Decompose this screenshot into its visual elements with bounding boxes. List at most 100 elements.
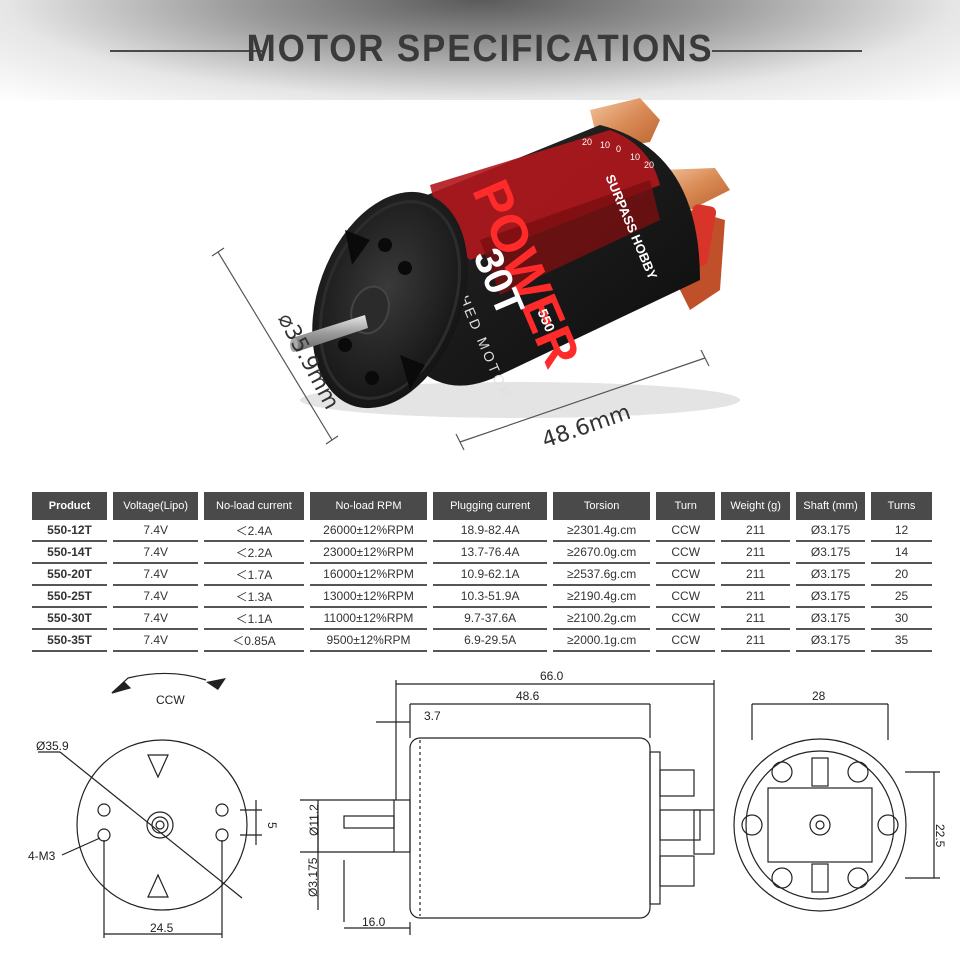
mount-hole: [97, 828, 111, 842]
col-header: Turns: [871, 492, 932, 520]
table-row: 550-35T 7.4V ＜0.85A 9500±12%RPM 6.9-29.5…: [32, 630, 932, 652]
spring-post: [847, 761, 869, 783]
table-cell: 13000±12%RPM: [309, 586, 428, 608]
table-cell: 25: [871, 586, 932, 608]
table-cell: ＜1.7A: [204, 564, 304, 586]
table-cell: 550-35T: [32, 630, 108, 652]
table-cell: 35: [871, 630, 932, 652]
timing-scale: 20 10 0 10 20: [582, 137, 654, 170]
shaft-circle: [155, 820, 165, 830]
shaft-diameter-label: Ø3.175: [306, 857, 320, 897]
table-cell: ≥2000.1g.cm: [552, 630, 651, 652]
diameter-leader: [59, 751, 243, 899]
table-cell: CCW: [656, 542, 716, 564]
hole-leader: [61, 837, 101, 856]
boss-circle: [146, 811, 174, 839]
side-view-drawing: [300, 680, 715, 935]
table-cell: 550-14T: [32, 542, 108, 564]
col-header: Torsion: [552, 492, 651, 520]
table-cell: 7.4V: [113, 564, 199, 586]
overall-length-label: 66.0: [540, 669, 564, 683]
header: MOTOR SPECIFICATIONS: [0, 28, 960, 78]
table-cell: ＜0.85A: [204, 630, 304, 652]
table-cell: 550-12T: [32, 520, 108, 542]
brush-plate: [767, 787, 873, 863]
hole-spacing-v-label: 5: [265, 822, 279, 829]
rear-width-label: 28: [812, 689, 826, 703]
table-cell: 9500±12%RPM: [309, 630, 428, 652]
table-cell: 211: [721, 608, 791, 630]
table-cell: 7.4V: [113, 586, 199, 608]
rotation-arrow-head: [206, 678, 226, 690]
table-cell: 30: [871, 608, 932, 630]
end-bell: [649, 751, 661, 905]
table-cell: 550-25T: [32, 586, 108, 608]
table-cell: Ø3.175: [796, 542, 866, 564]
table-cell: 6.9-29.5A: [433, 630, 547, 652]
table-cell: 7.4V: [113, 520, 199, 542]
body-length-label: 48.6: [516, 689, 540, 703]
rear-inner-circle: [745, 750, 895, 900]
rotation-label: CCW: [156, 693, 185, 707]
terminal-block: [659, 809, 701, 841]
motor-outline-circle: [76, 739, 248, 911]
timing-mark: 20: [644, 160, 654, 170]
table-cell: ≥2190.4g.cm: [552, 586, 651, 608]
col-header: Shaft (mm): [796, 492, 866, 520]
table-cell: 16000±12%RPM: [309, 564, 428, 586]
col-header: No-load current: [204, 492, 304, 520]
vent-triangle: [147, 754, 169, 779]
timing-mark: 10: [630, 152, 640, 162]
col-header: Turn: [656, 492, 716, 520]
table-cell: 18.9-82.4A: [433, 520, 547, 542]
terminal-block: [659, 769, 695, 797]
brush: [811, 863, 829, 893]
table-cell: 211: [721, 564, 791, 586]
table-cell: ≥2100.2g.cm: [552, 608, 651, 630]
table-cell: ≥2301.4g.cm: [552, 520, 651, 542]
shaft-outline: [343, 815, 395, 829]
front-diameter-label: Ø35.9: [36, 739, 69, 753]
table-row: 550-14T 7.4V ＜2.2A 23000±12%RPM 13.7-76.…: [32, 542, 932, 564]
page-title: MOTOR SPECIFICATIONS: [246, 28, 714, 70]
table-cell: 10.3-51.9A: [433, 586, 547, 608]
table-cell: 10.9-62.1A: [433, 564, 547, 586]
table-cell: 550-20T: [32, 564, 108, 586]
terminal-block: [659, 855, 695, 887]
table-cell: Ø3.175: [796, 608, 866, 630]
mount-hole: [97, 803, 111, 817]
rear-bearing: [809, 814, 831, 836]
table-cell: CCW: [656, 608, 716, 630]
rear-height-label: 22.5: [933, 824, 947, 848]
spring-post: [771, 761, 793, 783]
motor-photo: POWER 30T BRUSHED MOTOR SURPASS HOBBY 55…: [211, 98, 740, 454]
table-cell: Ø3.175: [796, 586, 866, 608]
table-cell: 7.4V: [113, 630, 199, 652]
rotation-arc: [111, 672, 207, 694]
table-header-row: Product Voltage(Lipo) No-load current No…: [32, 492, 932, 520]
table-row: 550-12T 7.4V ＜2.4A 26000±12%RPM 18.9-82.…: [32, 520, 932, 542]
vent-triangle: [147, 873, 169, 898]
timing-mark: 20: [582, 137, 592, 147]
front-view-drawing: [38, 672, 262, 938]
col-header: Product: [32, 492, 108, 520]
motor-body-outline: [409, 737, 651, 919]
spring-post: [771, 867, 793, 889]
mount-hole: [215, 828, 229, 842]
col-header: Plugging current: [433, 492, 547, 520]
end-cap: [312, 191, 468, 409]
table-cell: ≥2537.6g.cm: [552, 564, 651, 586]
table-cell: 11000±12%RPM: [309, 608, 428, 630]
table-cell: ＜2.4A: [204, 520, 304, 542]
table-cell: CCW: [656, 520, 716, 542]
table-row: 550-20T 7.4V ＜1.7A 16000±12%RPM 10.9-62.…: [32, 564, 932, 586]
rear-outline-circle: [733, 738, 907, 912]
table-cell: 9.7-37.6A: [433, 608, 547, 630]
brush: [811, 757, 829, 787]
title-rule-right: [712, 50, 862, 52]
rear-shaft: [815, 820, 825, 830]
col-header: Weight (g): [721, 492, 791, 520]
table-cell: 550-30T: [32, 608, 108, 630]
rotation-arrow-head: [111, 681, 132, 694]
table-cell: 211: [721, 542, 791, 564]
